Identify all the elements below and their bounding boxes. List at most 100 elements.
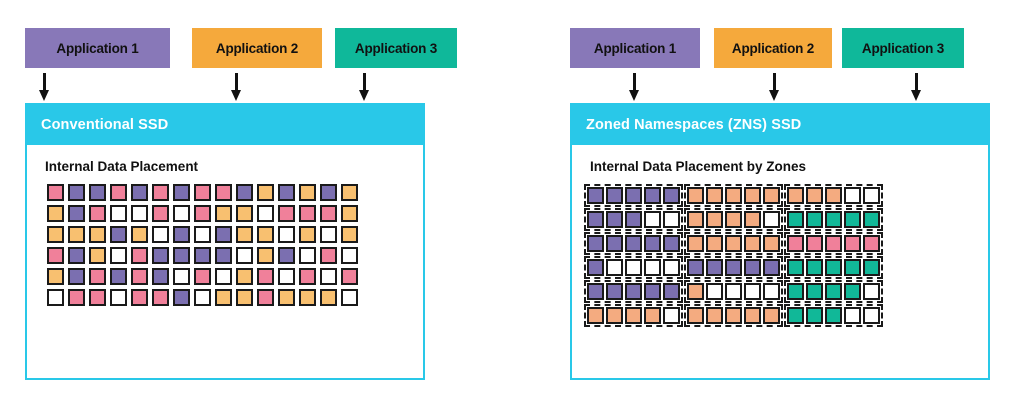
application-box-3[interactable]: Application 3 <box>335 28 457 68</box>
grid-cell <box>606 211 623 228</box>
grid-cell <box>644 307 661 324</box>
grid-row <box>584 256 988 279</box>
application-box-label: Application 3 <box>861 40 945 56</box>
grid-cell <box>278 268 295 285</box>
arrow-stem <box>235 73 238 93</box>
zone-segment-3 <box>784 184 883 207</box>
grid-cell <box>787 235 804 252</box>
application-box-2[interactable]: Application 2 <box>192 28 322 68</box>
grid-cell <box>806 211 823 228</box>
grid-cell <box>744 259 761 276</box>
application-box-label: Application 3 <box>354 40 438 56</box>
arrow-head <box>769 90 779 101</box>
arrow-head <box>231 90 241 101</box>
grid-cell <box>278 226 295 243</box>
application-box-3[interactable]: Application 3 <box>842 28 964 68</box>
grid-cell <box>825 235 842 252</box>
ssd-header-label: Zoned Namespaces (ZNS) SSD <box>586 117 802 133</box>
grid-row <box>584 304 988 327</box>
zone-segment-2 <box>684 280 783 303</box>
grid-cell <box>806 307 823 324</box>
grid-cell <box>320 184 337 201</box>
grid-cell <box>47 205 64 222</box>
grid-cell <box>110 184 127 201</box>
ssd-subtitle-conventional: Internal Data Placement <box>45 159 199 174</box>
grid-cell <box>320 289 337 306</box>
grid-cell <box>606 259 623 276</box>
zone-segment-1 <box>584 232 683 255</box>
grid-cell <box>744 187 761 204</box>
grid-cell <box>236 184 253 201</box>
grid-cell <box>341 205 358 222</box>
application-box-label: Application 1 <box>56 40 139 56</box>
ssd-header-conventional: Conventional SSD <box>27 105 423 145</box>
grid-cell <box>278 205 295 222</box>
grid-cell <box>257 226 274 243</box>
grid-cell <box>47 289 64 306</box>
grid-cell <box>173 268 190 285</box>
application-box-1[interactable]: Application 1 <box>570 28 700 68</box>
grid-cell <box>606 235 623 252</box>
ssd-header-zns: Zoned Namespaces (ZNS) SSD <box>572 105 988 145</box>
grid-cell <box>725 283 742 300</box>
grid-cell <box>173 226 190 243</box>
grid-cell <box>687 259 704 276</box>
grid-cell <box>257 184 274 201</box>
grid-cell <box>131 268 148 285</box>
grid-cell <box>725 259 742 276</box>
grid-cell <box>236 268 253 285</box>
application-box-label: Application 2 <box>215 40 299 56</box>
grid-cell <box>744 283 761 300</box>
grid-cell <box>215 289 232 306</box>
grid-cell <box>341 268 358 285</box>
grid-cell <box>706 307 723 324</box>
zone-segment-3 <box>784 304 883 327</box>
grid-cell <box>863 187 880 204</box>
grid-cell <box>173 205 190 222</box>
application-box-1[interactable]: Application 1 <box>25 28 170 68</box>
ssd-header-label: Conventional SSD <box>41 117 169 133</box>
grid-cell <box>110 226 127 243</box>
data-placement-grid-conventional <box>47 184 423 306</box>
data-placement-grid-zns <box>584 184 988 327</box>
grid-cell <box>687 307 704 324</box>
application-box-2[interactable]: Application 2 <box>714 28 832 68</box>
grid-cell <box>173 184 190 201</box>
grid-cell <box>299 247 316 264</box>
arrow-stem <box>773 73 776 93</box>
grid-row <box>584 232 988 255</box>
ssd-box-zns: Zoned Namespaces (ZNS) SSD Internal Data… <box>570 103 990 380</box>
grid-cell <box>663 307 680 324</box>
grid-cell <box>825 283 842 300</box>
grid-cell <box>278 184 295 201</box>
grid-cell <box>299 184 316 201</box>
grid-cell <box>587 307 604 324</box>
grid-cell <box>299 205 316 222</box>
arrow-head <box>629 90 639 101</box>
grid-cell <box>863 211 880 228</box>
grid-cell <box>806 259 823 276</box>
grid-cell <box>152 184 169 201</box>
grid-cell <box>687 235 704 252</box>
grid-cell <box>47 226 64 243</box>
grid-cell <box>131 289 148 306</box>
grid-cell <box>68 268 85 285</box>
zone-segment-2 <box>684 304 783 327</box>
grid-cell <box>341 226 358 243</box>
grid-cell <box>587 235 604 252</box>
grid-cell <box>787 259 804 276</box>
grid-cell <box>278 247 295 264</box>
grid-cell <box>825 211 842 228</box>
grid-cell <box>763 283 780 300</box>
grid-cell <box>131 247 148 264</box>
grid-cell <box>110 247 127 264</box>
grid-cell <box>341 247 358 264</box>
zone-segment-1 <box>584 280 683 303</box>
grid-cell <box>663 235 680 252</box>
grid-cell <box>131 205 148 222</box>
ssd-body-zns: Internal Data Placement by Zones <box>572 145 988 327</box>
arrow-stem <box>915 73 918 93</box>
grid-cell <box>236 205 253 222</box>
grid-cell <box>173 247 190 264</box>
grid-cell <box>844 211 861 228</box>
